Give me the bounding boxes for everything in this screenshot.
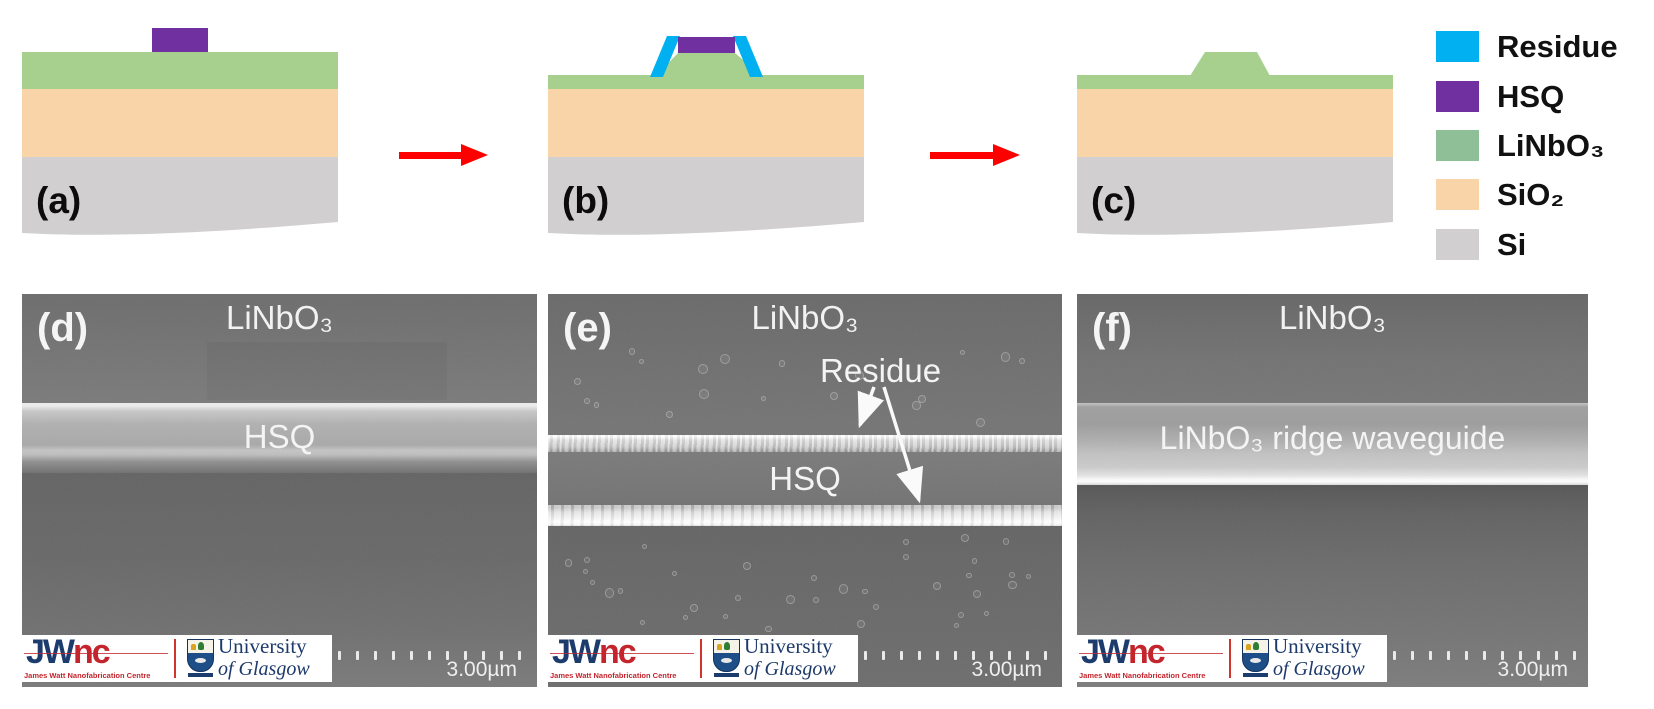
schematic-c-drawing — [1077, 52, 1393, 235]
university-logo-text: University of Glasgow — [744, 635, 836, 680]
university-logo-text: University of Glasgow — [1273, 635, 1365, 680]
residue-left-sidewall — [650, 36, 680, 77]
scale-ruler — [1393, 651, 1576, 660]
university-logo-text: University of Glasgow — [218, 635, 310, 680]
scale-bar-label: 3.00µm — [446, 658, 517, 681]
panel-e-label: (e) — [563, 306, 612, 350]
sem-image-e: (e) LiNbO₃ Residue HSQ JWnc James Watt N… — [548, 294, 1062, 687]
sem-d-material-label: LiNbO₃ — [226, 299, 333, 336]
university-crest-icon — [187, 639, 214, 677]
si-substrate — [22, 157, 338, 235]
process-arrow-2 — [930, 144, 1020, 166]
jwnc-crosshair-line — [1079, 653, 1223, 654]
si-substrate — [548, 157, 864, 235]
hsq-cap — [678, 37, 735, 53]
legend-item-sio2: SiO₂ — [1436, 179, 1564, 210]
linbo3-ridge — [655, 53, 763, 77]
jwnc-caption: James Watt Nanofabrication Centre — [1079, 671, 1206, 680]
residue-color-swatch — [1436, 31, 1479, 62]
jwnc-crosshair-line — [550, 653, 694, 654]
jwnc-caption: James Watt Nanofabrication Centre — [550, 671, 677, 680]
legend-item-hsq: HSQ — [1436, 81, 1564, 112]
legend-label: HSQ — [1497, 79, 1565, 114]
sio2-color-swatch — [1436, 179, 1479, 210]
linbo3-etched-film — [1077, 75, 1393, 89]
scale-bar-label: 3.00µm — [1497, 658, 1568, 681]
sem-d-logo-bar: JWnc James Watt Nanofabrication Centre U… — [22, 635, 332, 682]
panel-b-label: (b) — [562, 180, 610, 221]
sem-e-logo-bar: JWnc James Watt Nanofabrication Centre U… — [548, 635, 858, 682]
sio2-layer — [22, 89, 338, 157]
legend-item-residue: Residue — [1436, 31, 1618, 62]
schematic-b-drawing — [548, 36, 864, 235]
sem-f-logo-bar: JWnc James Watt Nanofabrication Centre U… — [1077, 635, 1387, 682]
legend-label: LiNbO₃ — [1497, 128, 1605, 163]
schematic-panel-c: (c) — [1077, 20, 1393, 240]
legend-item-si: Si — [1436, 229, 1526, 260]
sio2-layer — [1077, 89, 1393, 157]
university-crest-icon — [1242, 639, 1269, 677]
sem-image-f: (f) LiNbO₃ LiNbO₃ ridge waveguide JWnc J… — [1077, 294, 1588, 687]
sem-e-material-label: LiNbO₃ — [751, 299, 859, 336]
sem-e-residue-label: Residue — [820, 352, 942, 389]
jwnc-caption: James Watt Nanofabrication Centre — [24, 671, 151, 680]
university-crest-icon — [713, 639, 740, 677]
panel-c-label: (c) — [1091, 180, 1137, 221]
legend-label: SiO₂ — [1497, 177, 1565, 212]
panel-d-label: (d) — [37, 306, 89, 350]
linbo3-ridge — [1190, 52, 1270, 76]
process-arrow-1 — [399, 144, 488, 166]
sem-f-waveguide-label: LiNbO₃ ridge waveguide — [1159, 420, 1506, 456]
si-color-swatch — [1436, 229, 1479, 260]
sem-d-hsq-label: HSQ — [243, 418, 316, 455]
si-substrate — [1077, 157, 1393, 235]
schematic-panel-a: (a) — [22, 20, 338, 240]
residue-right-sidewall — [733, 36, 763, 77]
sem-e-hsq-label: HSQ — [769, 460, 841, 497]
sem-image-d: (d) LiNbO₃ HSQ JWnc James Watt Nanofabri… — [22, 294, 537, 687]
panel-f-label: (f) — [1092, 306, 1132, 350]
schematic-panel-b: (b) — [548, 20, 864, 240]
legend-item-linbo3: LiNbO₃ — [1436, 130, 1604, 161]
scale-ruler — [864, 651, 1047, 660]
legend-label: Residue — [1497, 29, 1618, 64]
sem-f-material-label: LiNbO₃ — [1279, 299, 1386, 336]
sem-d-faint-patch — [207, 342, 447, 400]
panel-a-label: (a) — [36, 180, 82, 221]
schematic-a-drawing — [22, 28, 338, 235]
logo-divider — [174, 639, 176, 678]
linbo3-film-layer — [22, 52, 338, 89]
jwnc-crosshair-line — [24, 653, 168, 654]
scale-bar-label: 3.00µm — [971, 658, 1042, 681]
logo-divider — [1229, 639, 1231, 678]
scale-ruler — [338, 651, 521, 660]
linbo3-etched-film — [548, 75, 864, 89]
legend-label: Si — [1497, 227, 1527, 262]
hsq-color-swatch — [1436, 81, 1479, 112]
sio2-layer — [548, 89, 864, 157]
logo-divider — [700, 639, 702, 678]
hsq-mask-rect — [152, 28, 208, 52]
linbo3-color-swatch — [1436, 130, 1479, 161]
